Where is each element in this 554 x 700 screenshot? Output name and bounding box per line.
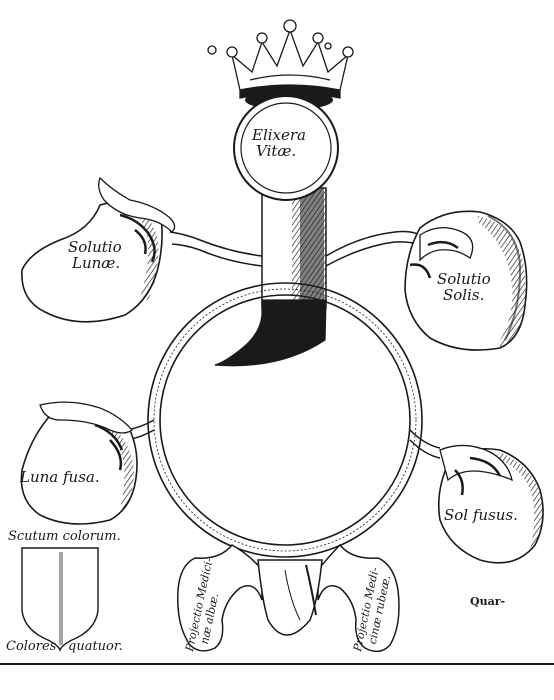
scutum-footer-word2: quatuor. xyxy=(68,639,123,654)
elixir-medallion xyxy=(233,90,339,201)
scutum-caption: Scutum colorum. xyxy=(8,529,121,544)
catchword: Quar- xyxy=(470,595,506,608)
central-vessel-circle xyxy=(147,282,423,558)
shield-sol-upper xyxy=(404,210,528,351)
shield-sol-lower xyxy=(437,444,544,564)
projection-banners xyxy=(177,543,400,653)
shield-luna-upper-line2: Lunæ. xyxy=(72,253,121,272)
crown-icon xyxy=(207,19,354,99)
medallion-line1: Elixera xyxy=(252,126,306,144)
shield-luna-lower-line1: Luna fusa. xyxy=(20,468,100,486)
shield-sol-lower-label: Sol fusus. xyxy=(444,506,518,524)
shield-sol-upper-line2: Solis. xyxy=(443,285,485,304)
shield-luna-lower-label: Luna fusa. xyxy=(20,468,100,486)
vessel-tube xyxy=(214,187,327,367)
medallion-line2: Vitæ. xyxy=(256,141,297,160)
shield-luna-lower xyxy=(20,401,138,525)
shield-sol-upper-label: Solutio Solis. xyxy=(437,270,491,304)
medallion-label: Elixera Vitæ. xyxy=(252,126,306,160)
shield-sol-lower-line1: Sol fusus. xyxy=(444,506,518,524)
shield-luna-upper-line1: Solutio xyxy=(68,238,122,256)
shield-sol-upper-line1: Solutio xyxy=(437,270,491,288)
shield-luna-upper-label: Solutio Lunæ. xyxy=(68,238,122,272)
shield-luna-upper xyxy=(21,176,176,323)
scutum-footer-word1: Colores xyxy=(6,639,57,654)
scutum-colorum-shield xyxy=(21,547,99,652)
